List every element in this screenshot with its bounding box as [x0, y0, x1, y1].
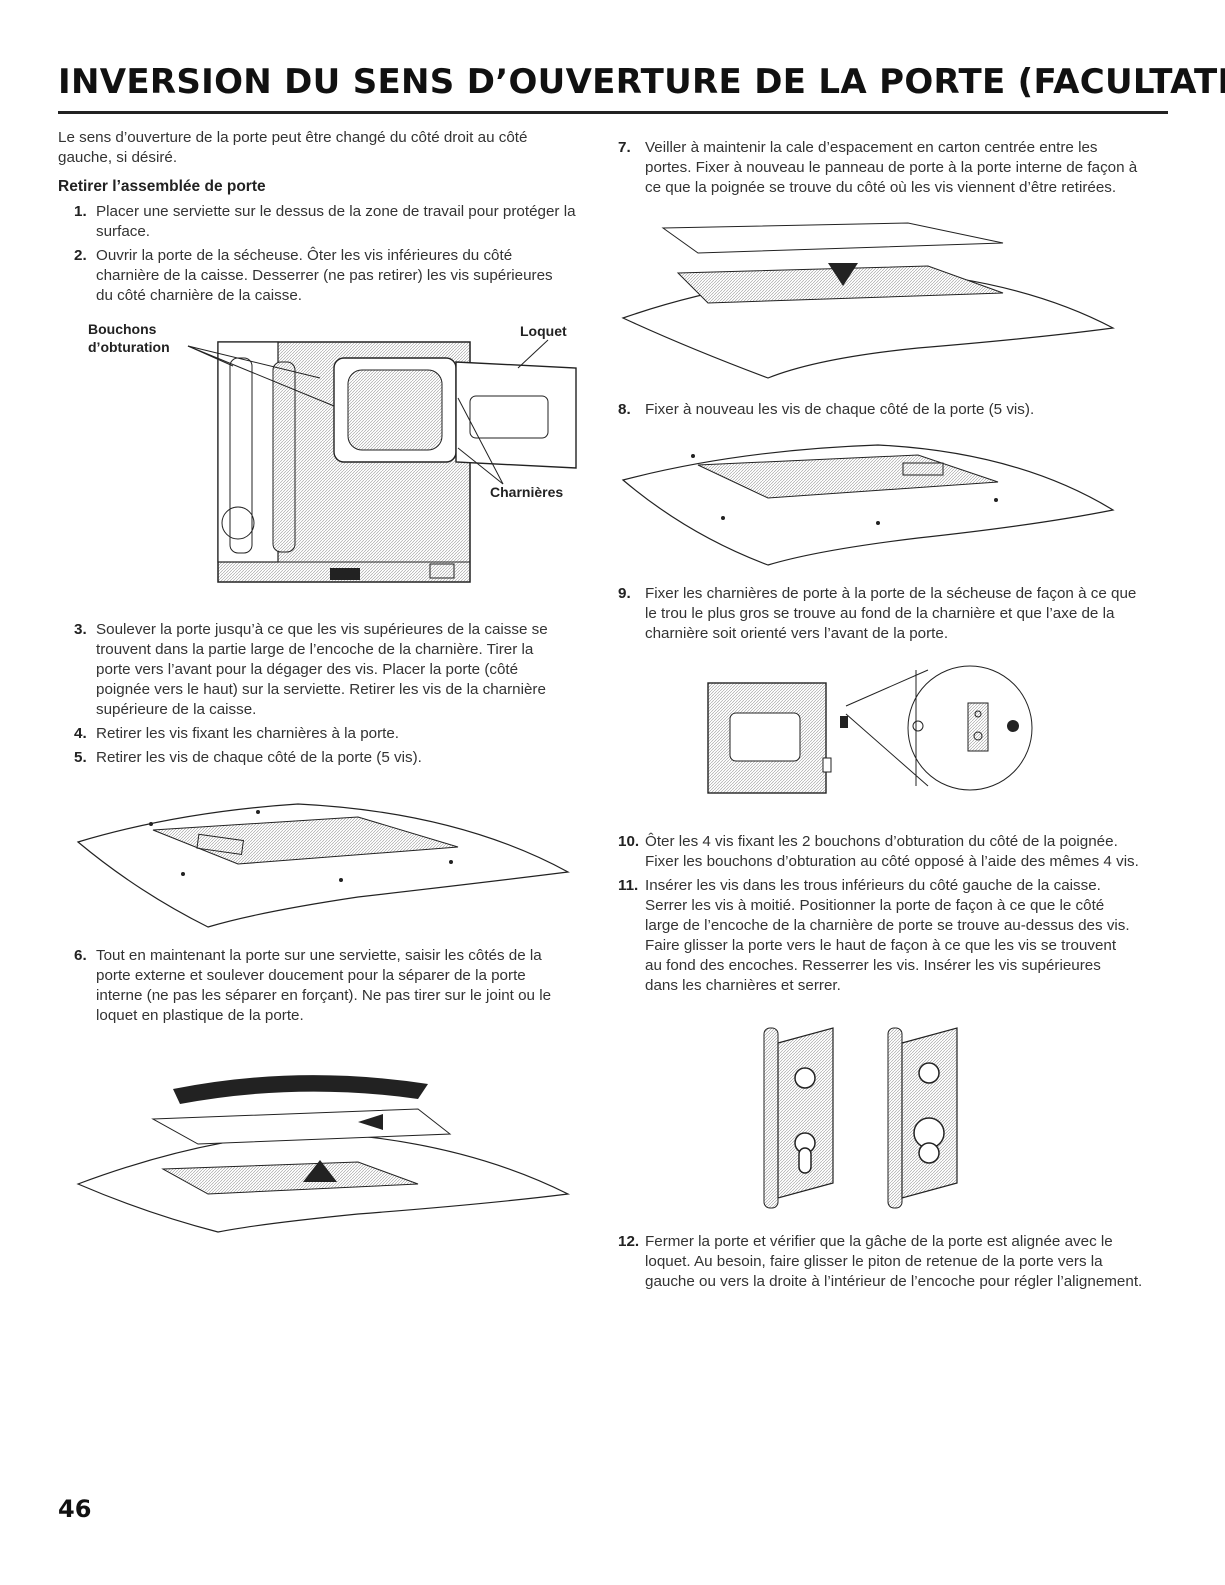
step-number: 8. [618, 401, 631, 418]
step-5: 5. Retirer les vis de chaque côté de la … [58, 748, 578, 768]
reattach-screws-figure [621, 444, 1115, 566]
step-9: 9. Fixer les charnières de porte à la po… [618, 584, 1145, 644]
step-text: Soulever la porte jusqu’à ce que les vis… [96, 621, 548, 718]
step-text: Fixer les charnières de porte à la porte… [645, 585, 1137, 642]
step-text: Ôter les 4 vis fixant les 2 bouchons d’o… [645, 833, 1139, 870]
step-11: 11. Insérer les vis dans les trous infér… [618, 876, 1135, 996]
step-4: 4. Retirer les vis fixant les charnières… [58, 724, 578, 744]
title-rule [58, 111, 1168, 114]
step-1: 1. Placer une serviette sur le dessus de… [58, 202, 578, 242]
door-on-towel-figure [76, 803, 570, 928]
label-loquet: Loquet [520, 323, 567, 339]
hinges-figure [763, 1027, 958, 1209]
step-6: 6. Tout en maintenant la porte sur une s… [58, 946, 576, 1026]
step-8: 8. Fixer à nouveau les vis de chaque côt… [618, 400, 1133, 420]
page-title: INVERSION DU SENS D’OUVERTURE DE LA PORT… [58, 62, 1225, 102]
step-text: Tout en maintenant la porte sur une serv… [96, 947, 552, 1024]
step-12: 12. Fermer la porte et vérifier que la g… [618, 1232, 1145, 1292]
dryer-figure: Bouchons d’obturation Loquet Charnières [58, 318, 578, 608]
step-text: Fermer la porte et vérifier que la gâche… [645, 1233, 1143, 1290]
step-text: Fixer à nouveau les vis de chaque côté d… [645, 401, 1035, 418]
step-number: 12. [618, 1233, 640, 1250]
step-number: 10. [618, 833, 640, 850]
step-text: Insérer les vis dans les trous inférieur… [645, 877, 1130, 994]
step-text: Retirer les vis de chaque côté de la por… [96, 749, 422, 766]
step-number: 3. [74, 621, 87, 638]
reattach-panel-figure [621, 222, 1115, 379]
step-text: Placer une serviette sur le dessus de la… [96, 203, 576, 240]
separate-doors-figure [76, 1075, 571, 1233]
label-charnieres: Charnières [490, 484, 564, 500]
step-number: 2. [74, 247, 87, 264]
step-7: 7. Veiller à maintenir la cale d’espacem… [618, 138, 1145, 198]
left-column: Le sens d’ouverture de la porte peut êtr… [58, 128, 578, 1234]
page-number: 46 [58, 1495, 92, 1523]
step-number: 4. [74, 725, 87, 742]
step-text: Retirer les vis fixant les charnières à … [96, 725, 400, 742]
right-column: 7. Veiller à maintenir la cale d’espacem… [618, 138, 1142, 1296]
section-subheading: Retirer l’assemblée de porte [58, 178, 266, 195]
step-3: 3. Soulever la porte jusqu’à ce que les … [58, 620, 566, 720]
step-number: 11. [618, 877, 639, 894]
step-number: 5. [74, 749, 87, 766]
step-number: 7. [618, 139, 631, 156]
intro-text: Le sens d’ouverture de la porte peut êtr… [58, 129, 528, 166]
step-text: Ouvrir la porte de la sécheuse. Ôter les… [96, 247, 553, 304]
dryer-illustration [187, 339, 577, 583]
hinge-attach-figure [707, 665, 1033, 794]
step-number: 1. [74, 203, 87, 220]
label-bouchons: Bouchons d’obturation [88, 321, 170, 355]
step-number: 9. [618, 585, 631, 602]
step-2: 2. Ouvrir la porte de la sécheuse. Ôter … [58, 246, 556, 306]
step-10: 10. Ôter les 4 vis fixant les 2 bouchons… [618, 832, 1145, 872]
step-text: Veiller à maintenir la cale d’espacement… [645, 139, 1138, 196]
step-number: 6. [74, 947, 87, 964]
